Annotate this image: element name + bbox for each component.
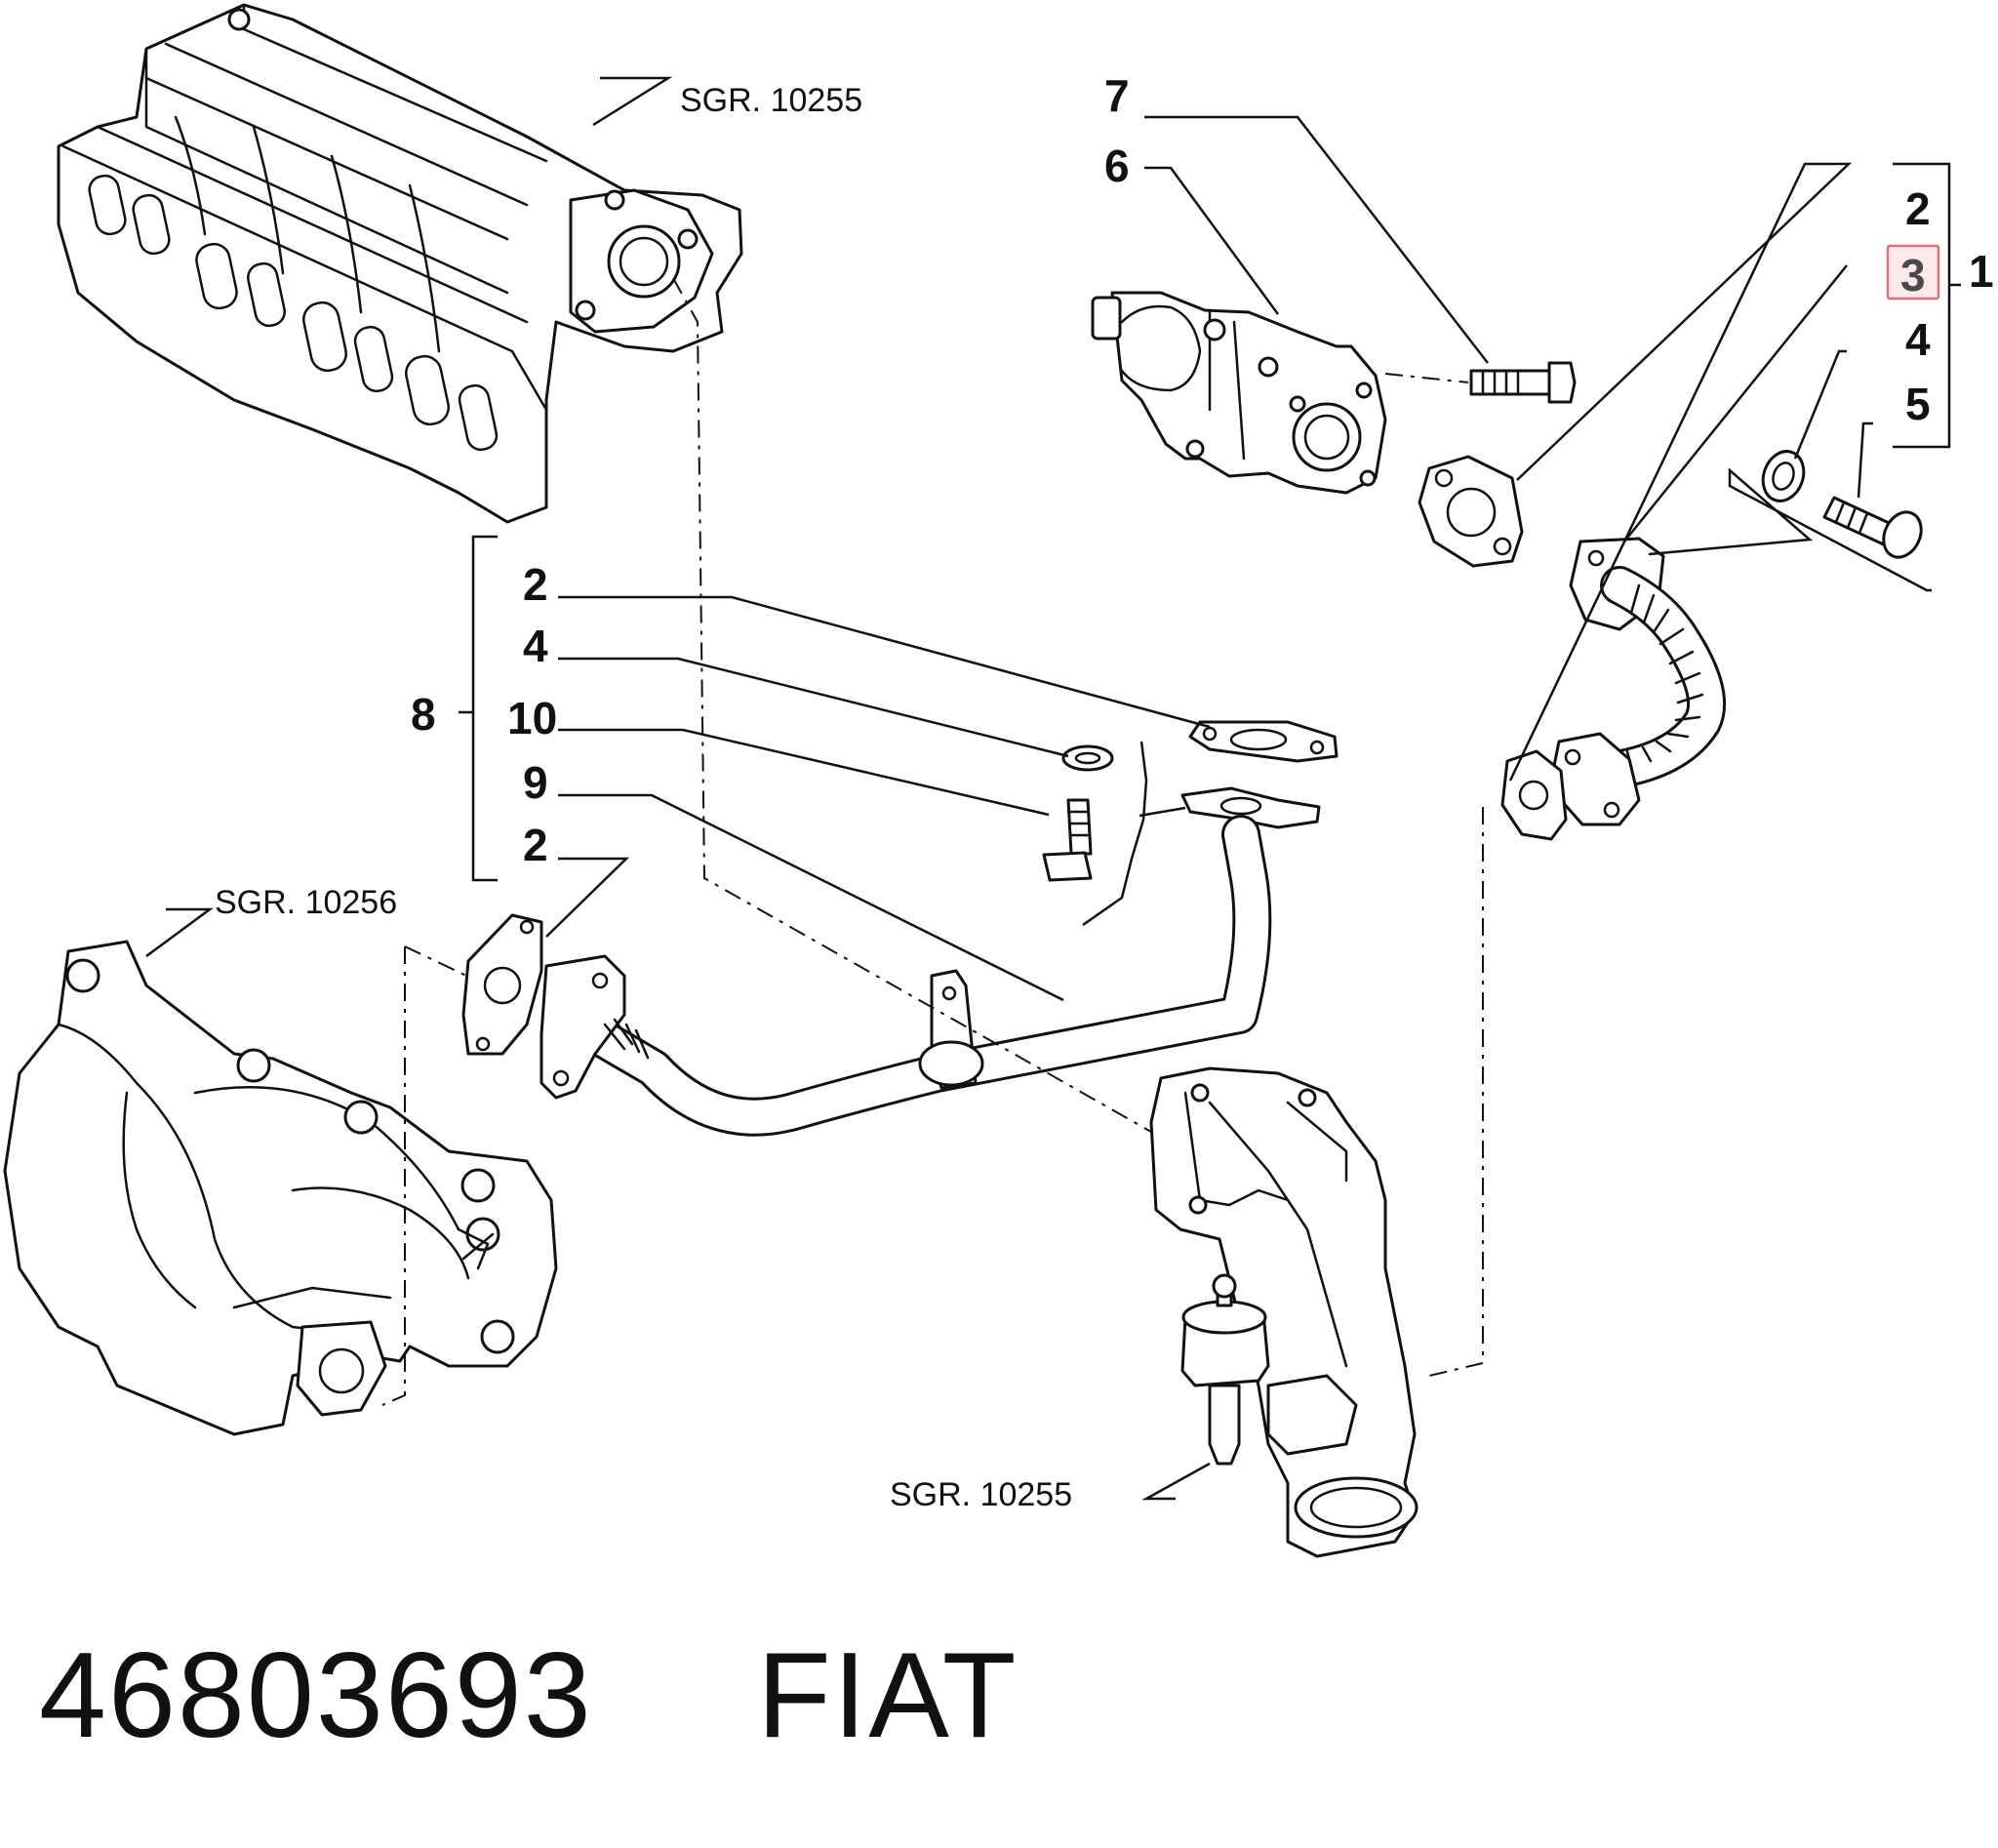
washer-left-drawing (1061, 744, 1114, 772)
callout-5-right: 5 (1905, 379, 1931, 429)
callout-2-left-top: 2 (523, 559, 548, 610)
callout-4-left: 4 (523, 621, 548, 671)
connection-lines (381, 277, 1484, 1406)
callout-8-left: 8 (411, 689, 436, 740)
callout-3-right: 3 (1900, 250, 1926, 301)
bolt-7-drawing (1469, 361, 1577, 404)
left-gasket-top-drawing (1188, 720, 1339, 763)
callout-9-left: 9 (523, 757, 548, 808)
callout-6: 6 (1104, 141, 1130, 191)
part-number: 46803693 (39, 1628, 593, 1763)
washer-bolt-right-drawing (1761, 450, 1923, 559)
callout-10-left: 10 (507, 693, 557, 743)
gasket-left-bottom-drawing (461, 913, 543, 1056)
brand-name: FIAT (757, 1628, 1018, 1763)
egr-valve-drawing (1091, 291, 1387, 495)
callout-2-right: 2 (1905, 183, 1931, 234)
highlight-box (1886, 244, 1940, 301)
callout-2-left-bottom: 2 (523, 820, 548, 870)
egr-pipe-9-drawing (539, 786, 1321, 1137)
intake-manifold-drawing (57, 3, 743, 524)
callout-4-right: 4 (1905, 314, 1931, 365)
bolt-10-drawing (1042, 798, 1093, 882)
reference-intake-manifold: SGR. 10255 (680, 82, 862, 119)
flexible-pipe-3-drawing (1500, 537, 1727, 841)
gasket-right-drawing (1418, 455, 1524, 568)
reference-bottom-housing: SGR. 10255 (890, 1476, 1072, 1513)
exhaust-manifold-drawing (3, 940, 558, 1436)
bottom-housing-drawing (1149, 1066, 1419, 1558)
callout-1-right: 1 (1969, 246, 1994, 297)
reference-exhaust-manifold: SGR. 10256 (215, 884, 397, 921)
leader-lines (145, 76, 1961, 1501)
callout-7: 7 (1104, 70, 1130, 121)
